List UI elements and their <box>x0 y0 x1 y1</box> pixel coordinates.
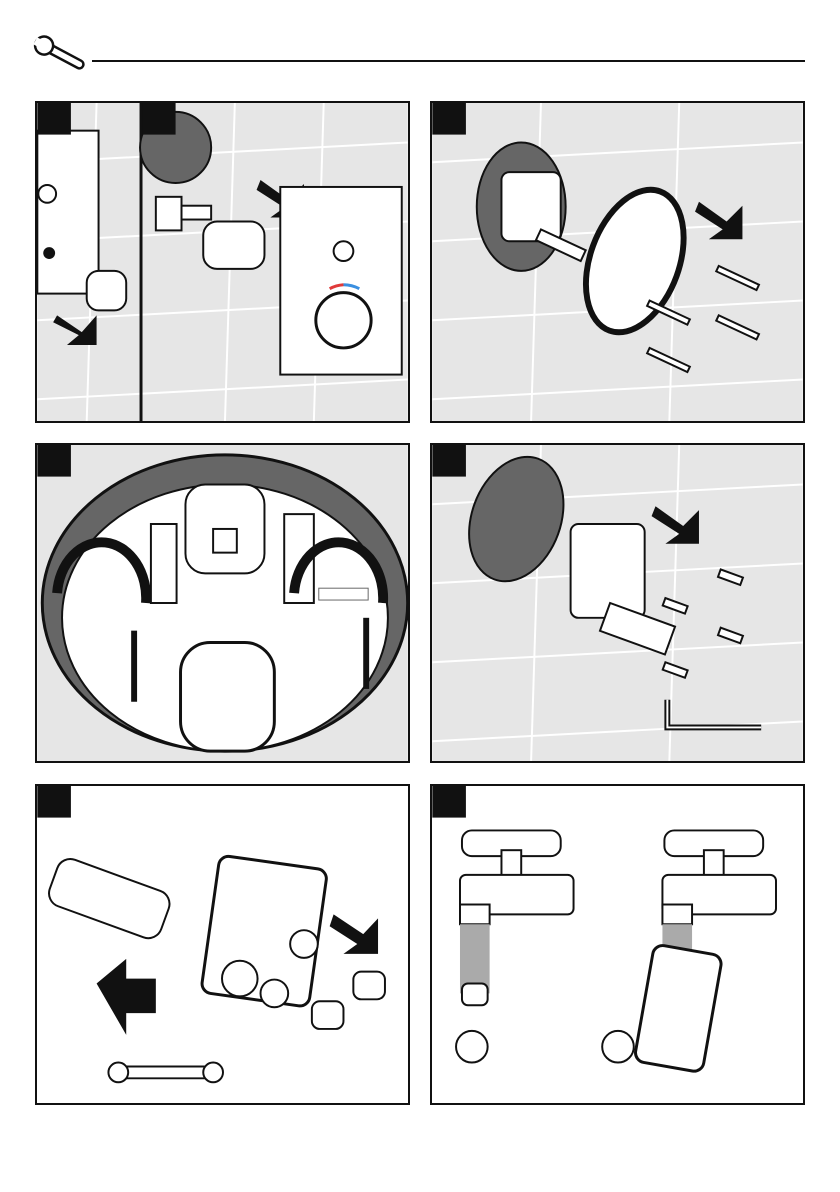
panel-unscrew-cartridges <box>35 443 410 763</box>
flush-parts-illustration <box>432 786 803 1103</box>
panel-remove-escutcheon <box>430 101 805 423</box>
remove-trim-illustration <box>37 103 408 421</box>
unscrew-cartridges-illustration <box>37 445 408 761</box>
remove-housing-illustration <box>432 445 803 761</box>
header-rule <box>92 60 805 62</box>
remove-escutcheon-illustration <box>432 103 803 421</box>
panel-remove-trim <box>35 101 410 423</box>
panel-replace-cartridge <box>35 784 410 1105</box>
panel-remove-housing <box>430 443 805 763</box>
panel-flush-parts <box>430 784 805 1105</box>
replace-cartridge-illustration <box>37 786 408 1103</box>
page-header <box>0 0 840 90</box>
wrench-icon <box>30 34 90 74</box>
spanner-icon <box>108 1063 223 1083</box>
